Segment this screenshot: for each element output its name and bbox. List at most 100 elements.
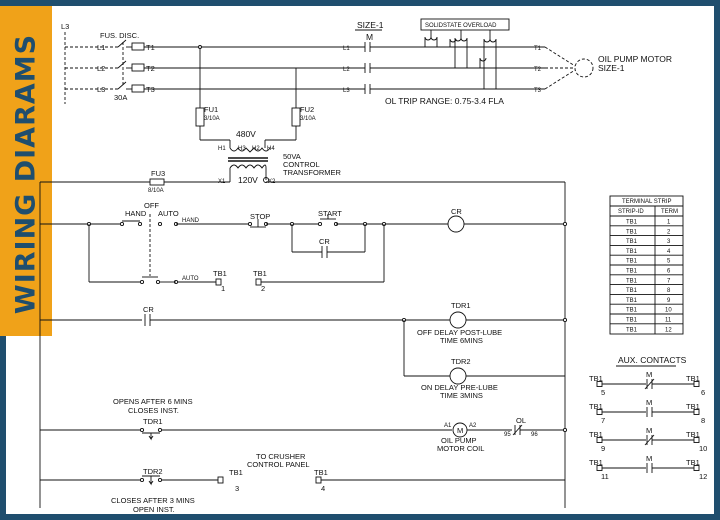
hand-wire-label: HAND [182, 218, 200, 224]
cr-aux-label: CR [143, 305, 154, 314]
power-section: L3 FUS. DISC. 30A L1 L2 L3 T1 T2 T3 [61, 18, 672, 106]
fu1-rating: 3/10A [204, 116, 220, 122]
fu1-label: FU1 [204, 105, 218, 114]
start-pb-label: START [318, 209, 342, 218]
motor-label: OIL PUMP MOTOR [598, 54, 672, 64]
ts-row-strip-4: TB1 [626, 249, 638, 255]
ts-row-strip-10: TB1 [626, 308, 638, 314]
title-banner: WIRING DIARAMS [0, 6, 52, 336]
ts-row-term-8: 8 [667, 288, 671, 294]
tb1-3-label: TB1 [229, 468, 243, 477]
ts-row-strip-2: TB1 [626, 229, 638, 235]
disc-t3-label: T3 [146, 85, 155, 94]
h1-label: H1 [218, 146, 226, 152]
motor-size-label: SIZE-1 [598, 63, 625, 73]
disc-fuse-2 [131, 63, 145, 72]
h2-label: H2 [252, 146, 260, 152]
tdr1-contact-label: TDR1 [143, 417, 163, 426]
motor-lead-3 [544, 69, 576, 90]
tdr1-time: TIME 6MINS [440, 336, 483, 345]
ts-row-strip-12: TB1 [626, 327, 638, 333]
starter-l3: L3 [343, 88, 350, 94]
stop-pb-label: STOP [250, 212, 270, 221]
ts-row-strip-9: TB1 [626, 298, 638, 304]
disc-fuse-1 [131, 42, 145, 51]
ts-row-term-3: 3 [667, 239, 671, 245]
tb1-2-num: 2 [261, 284, 265, 293]
disc-t1-label: T1 [146, 43, 155, 52]
overload-sensors [424, 30, 497, 89]
h3-label: H3 [238, 146, 246, 152]
aux-left-terminal-3 [596, 437, 603, 443]
aux-right-terminal-2 [693, 409, 700, 415]
crusher-label: TO CRUSHER [256, 452, 306, 461]
ts-header-term: TERM [661, 209, 678, 215]
ts-row-strip-8: TB1 [626, 288, 638, 294]
aux-right-tb-3: TB1 [686, 430, 700, 439]
aux-left-num-1: 5 [601, 388, 605, 397]
aux-right-terminal-4 [693, 465, 700, 471]
disc-l2-label: L2 [97, 64, 105, 73]
tdr1-coil [449, 311, 467, 329]
tdr2-contact-note: CLOSES AFTER 3 MINS [111, 496, 195, 505]
aux-right-num-4: 12 [699, 472, 707, 481]
ol-95: 95 [504, 432, 511, 438]
overload-label-box [420, 18, 510, 31]
disc-blade-2 [117, 60, 127, 69]
ts-row-term-11: 11 [665, 318, 672, 324]
motor-coil-letter: M [457, 426, 463, 435]
tb1-4-num: 4 [321, 484, 325, 493]
aux-right-tb-2: TB1 [686, 402, 700, 411]
motor-coil-label: OIL PUMP [441, 436, 477, 445]
aux-letter-4: M [646, 454, 652, 463]
tdr2-contact-label: TDR2 [143, 467, 163, 476]
ts-row-term-7: 7 [667, 278, 671, 284]
oil-pump-motor-symbol [574, 58, 594, 78]
tb1-1-label: TB1 [213, 269, 227, 278]
ts-header-strip: STRIP-ID [618, 209, 644, 215]
aux-left-tb-4: TB1 [589, 458, 603, 467]
ts-row-strip-11: TB1 [626, 318, 638, 324]
aux-left-num-2: 7 [601, 416, 605, 425]
motor-coil-label-2: MOTOR COIL [437, 444, 484, 453]
starter-contacts [364, 42, 371, 94]
ts-row-term-4: 4 [667, 249, 671, 255]
ts-row-strip-3: TB1 [626, 239, 638, 245]
tb1-3-num: 3 [235, 484, 239, 493]
terminal-strip-title: TERMINAL STRIP [622, 199, 671, 205]
transformer-rating: 50VA [283, 152, 301, 161]
output-t1: T1 [534, 46, 542, 52]
ts-row-strip-1: TB1 [626, 220, 638, 226]
l3-top-label: L3 [61, 22, 69, 31]
disc-blade-1 [117, 39, 127, 48]
secondary-voltage: 120V [238, 175, 258, 185]
tb1-4-terminal [315, 476, 322, 484]
tdr2-coil [449, 367, 467, 385]
tdr1-contact-note: OPENS AFTER 6 MINS [113, 397, 193, 406]
fu2-label: FU2 [300, 105, 314, 114]
starter-m-label: M [366, 32, 373, 42]
fu2-rating: 3/10A [300, 116, 316, 122]
transformer-rating-3: TRANSFORMER [283, 168, 342, 177]
fu3-fuse [149, 178, 165, 186]
crusher-label-2: CONTROL PANEL [247, 460, 310, 469]
tb1-2-label: TB1 [253, 269, 267, 278]
secondary-winding [229, 164, 267, 169]
disc-blade-3 [117, 81, 127, 90]
aux-letter-3: M [646, 426, 652, 435]
aux-left-tb-3: TB1 [589, 430, 603, 439]
diagram-sheet [6, 6, 714, 514]
fu3-rating: 8/10A [148, 188, 164, 194]
aux-left-terminal-4 [596, 465, 603, 471]
selector-hand-label: HAND [125, 209, 147, 218]
starter-size-label: SIZE-1 [357, 20, 384, 30]
tb1-3-terminal [217, 476, 224, 484]
disconnect-label: FUS. DISC. [100, 31, 139, 40]
ts-row-term-5: 5 [667, 259, 671, 265]
tdr2-contact-note-2: OPEN INST. [133, 505, 175, 514]
aux-right-num-2: 8 [701, 416, 705, 425]
cr-seal-label: CR [319, 237, 330, 246]
